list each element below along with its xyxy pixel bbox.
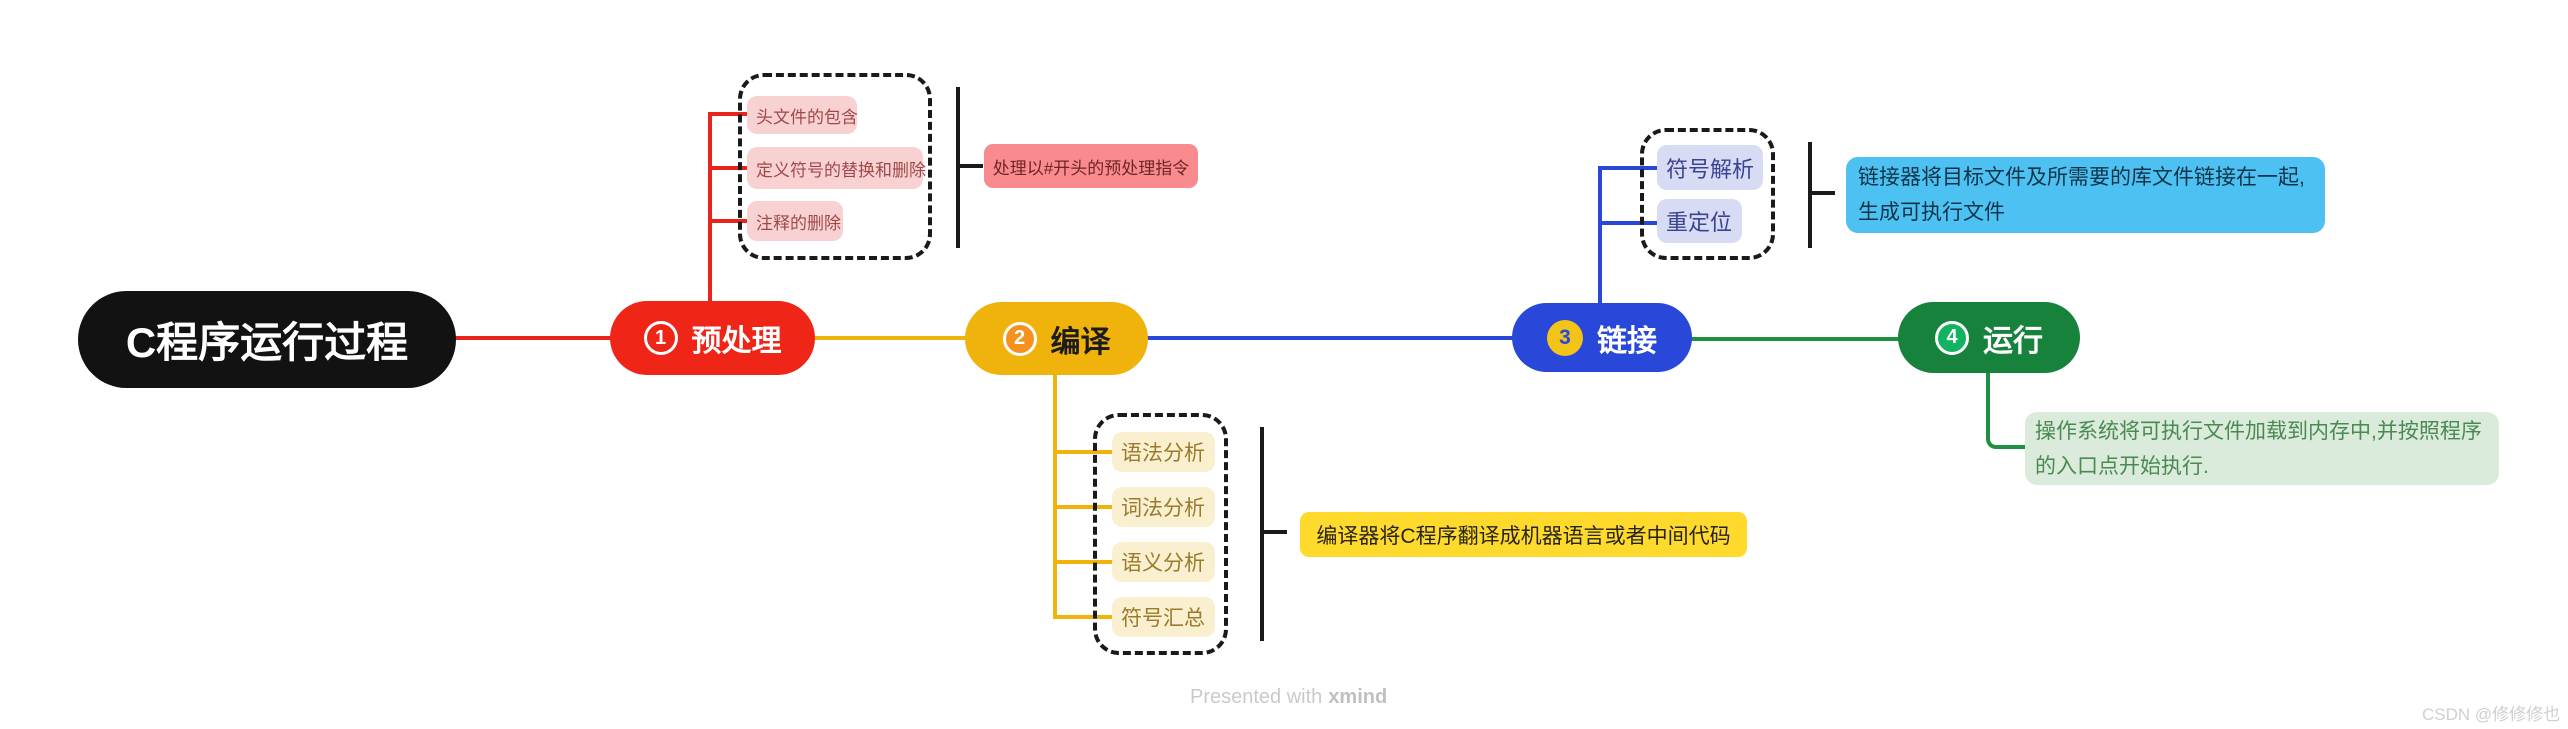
compile-child-connector (1053, 615, 1115, 619)
subtopic-label: 重定位 (1666, 210, 1733, 235)
link-group-boundary (1640, 128, 1775, 260)
compile-child-connector (1053, 560, 1115, 564)
link-summary-note[interactable]: 链接器将目标文件及所需要的库文件链接在一起,生成可执行文件 (1846, 157, 2325, 233)
connector-preprocess-to-compile (813, 336, 969, 340)
connector-link-to-run (1690, 337, 1902, 341)
link-summary-bracket (1808, 142, 1812, 248)
xmind-logo-text: xmind (1328, 686, 1388, 708)
root-topic-label: C程序运行过程 (125, 319, 409, 366)
subtopic-label: 语法分析 (1121, 442, 1205, 465)
subtopic-label: 定义符号的替换和删除 (756, 160, 926, 180)
stage-topic-label: 运行 (1983, 324, 2043, 358)
xmind-watermark-prefix: Presented with (1190, 686, 1323, 708)
xmind-watermark: Presented with xmind (1190, 686, 1387, 709)
link-child-connector (1598, 166, 1659, 170)
summary-text: 编译器将C程序翻译成机器语言或者中间代码 (1316, 524, 1731, 548)
run-note-elbow-connector (1986, 373, 2025, 449)
stage-topic-label: 编译 (1050, 325, 1111, 359)
subtopic-symbol-resolution[interactable]: 符号解析 (1657, 145, 1763, 190)
compile-summary-bracket (1260, 427, 1264, 641)
stage-topic-label: 链接 (1597, 324, 1657, 358)
compile-summary-note[interactable]: 编译器将C程序翻译成机器语言或者中间代码 (1300, 512, 1747, 557)
preprocess-child-connector (708, 112, 750, 116)
compile-child-connector (1053, 505, 1115, 509)
link-children-trunk-line (1598, 166, 1602, 303)
root-topic[interactable]: C程序运行过程 (78, 291, 456, 388)
preprocess-summary-note[interactable]: 处理以#开头的预处理指令 (984, 144, 1198, 188)
preprocess-children-trunk-line (708, 112, 712, 303)
link-child-connector (1598, 221, 1659, 225)
subtopic-label: 头文件的包含 (756, 107, 858, 127)
stage-topic-run[interactable]: 4 运行 (1898, 302, 2080, 373)
subtopic-semantic-analysis[interactable]: 语义分析 (1112, 542, 1215, 582)
subtopic-label: 词法分析 (1121, 497, 1205, 520)
subtopic-label: 注释的删除 (756, 213, 841, 233)
link-summary-bracket-tick (1808, 191, 1835, 195)
preprocess-summary-bracket-tick (956, 164, 983, 168)
summary-text: 链接器将目标文件及所需要的库文件链接在一起,生成可执行文件 (1858, 166, 2305, 224)
connector-root-to-preprocess (452, 336, 614, 340)
stage-number-badge: 4 (1935, 320, 1969, 355)
connector-compile-to-link (1146, 336, 1516, 340)
stage-number-badge: 3 (1547, 319, 1583, 356)
subtopic-comment-remove[interactable]: 注释的删除 (747, 201, 843, 241)
summary-text: 操作系统将可执行文件加载到内存中,并按照程序的入口点开始执行. (2035, 419, 2482, 478)
subtopic-syntax-analysis[interactable]: 语法分析 (1112, 432, 1215, 472)
subtopic-relocation[interactable]: 重定位 (1657, 199, 1742, 243)
stage-topic-preprocess[interactable]: 1 预处理 (610, 301, 815, 375)
preprocess-child-connector (708, 219, 750, 223)
stage-topic-link[interactable]: 3 链接 (1512, 303, 1692, 372)
compile-group-boundary (1093, 413, 1228, 655)
compile-child-connector (1053, 450, 1115, 454)
subtopic-lexical-analysis[interactable]: 词法分析 (1112, 487, 1215, 527)
subtopic-header-include[interactable]: 头文件的包含 (747, 96, 858, 134)
stage-number-badge: 1 (643, 321, 678, 355)
summary-text: 处理以#开头的预处理指令 (992, 158, 1190, 178)
run-summary-note[interactable]: 操作系统将可执行文件加载到内存中,并按照程序的入口点开始执行. (2025, 412, 2499, 485)
subtopic-label: 符号解析 (1666, 156, 1755, 182)
csdn-watermark: CSDN @修修修也 (2422, 705, 2561, 724)
preprocess-child-connector (708, 166, 750, 170)
preprocess-group-boundary (738, 73, 932, 260)
subtopic-symbol-summary[interactable]: 符号汇总 (1112, 597, 1215, 637)
stage-topic-compile[interactable]: 2 编译 (965, 302, 1148, 375)
stage-number-badge: 2 (1002, 321, 1037, 356)
stage-topic-label: 预处理 (691, 325, 782, 358)
subtopic-define-replace[interactable]: 定义符号的替换和删除 (747, 147, 926, 189)
compile-children-trunk-line (1053, 374, 1057, 619)
compile-summary-bracket-tick (1260, 530, 1287, 534)
subtopic-label: 符号汇总 (1121, 607, 1205, 630)
subtopic-label: 语义分析 (1121, 552, 1205, 575)
